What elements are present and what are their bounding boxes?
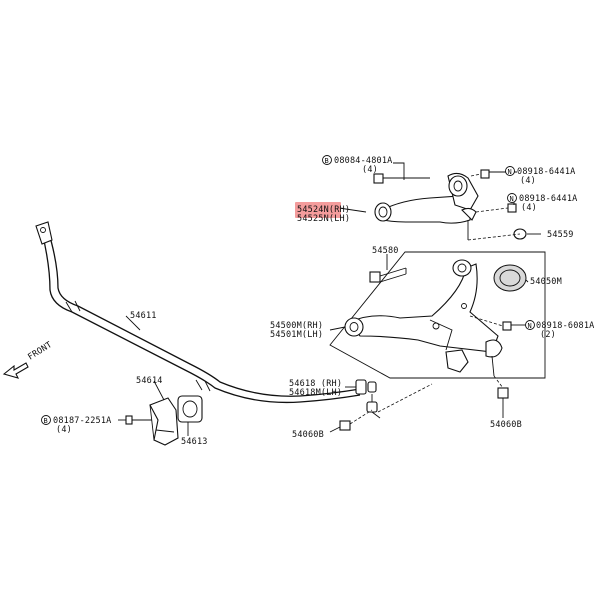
badge-n-lower: N xyxy=(525,320,535,330)
badge-b-clamp: B xyxy=(41,415,51,425)
stabilizer-link xyxy=(339,379,433,431)
label-bushing: 54613 xyxy=(181,437,208,447)
svg-text:B: B xyxy=(44,417,48,425)
label-bolt-clamp-qty: (4) xyxy=(56,425,72,435)
label-bolt-clamp: 08187-2251A xyxy=(53,416,112,426)
svg-text:B: B xyxy=(325,157,329,165)
stabilizer-bar xyxy=(35,221,361,404)
label-nut-mid-qty: (4) xyxy=(521,203,537,213)
label-nut-upper-qty: (4) xyxy=(520,176,536,186)
label-stab-bar: 54611 xyxy=(130,311,157,321)
svg-text:N: N xyxy=(528,322,532,330)
label-clamp: 54614 xyxy=(136,376,163,386)
label-link-rh: 54618 (RH) xyxy=(289,379,342,389)
badge-n-upper: N xyxy=(505,166,515,176)
label-upper-arm-rh: 54524N(RH) xyxy=(297,205,350,215)
label-washer: 54559 xyxy=(547,230,574,240)
front-label: FRONT xyxy=(26,340,54,363)
lower-arm-bolt xyxy=(369,267,407,283)
label-nut-link: 54060B xyxy=(292,430,324,440)
stab-bushing-assembly xyxy=(125,395,203,446)
label-nut-lower-qty: (2) xyxy=(540,330,556,340)
section-outline xyxy=(329,251,546,379)
label-nut-upper: 08918-6441A xyxy=(517,167,576,177)
label-link-lh: 54618M(LH) xyxy=(289,388,342,398)
svg-text:N: N xyxy=(508,168,512,176)
label-lower-arm-lh: 54501M(LH) xyxy=(270,330,323,340)
front-arrow-icon xyxy=(2,362,29,379)
label-bolt-upper: 08084-4801A xyxy=(334,156,393,166)
label-bolt-lower: 54580 xyxy=(372,246,399,256)
svg-text:N: N xyxy=(510,195,514,203)
lower-control-arm xyxy=(344,259,527,399)
upper-control-arm xyxy=(373,169,527,241)
badge-b-upper: B xyxy=(322,155,332,165)
highlight-marker xyxy=(295,202,341,218)
label-bushing-cover: 54050M xyxy=(530,277,562,287)
leader-lines xyxy=(118,162,541,436)
label-bolt-upper-qty: (4) xyxy=(362,165,378,175)
label-nut-mid: 08918-6441A xyxy=(519,194,578,204)
label-lower-arm-rh: 54500M(RH) xyxy=(270,321,323,331)
label-upper-arm-lh: 54525N(LH) xyxy=(297,214,350,224)
label-nut-knuckle: 54060B xyxy=(490,420,522,430)
badge-n-mid: N xyxy=(507,193,517,203)
label-nut-lower: 08918-6081A xyxy=(536,321,595,331)
